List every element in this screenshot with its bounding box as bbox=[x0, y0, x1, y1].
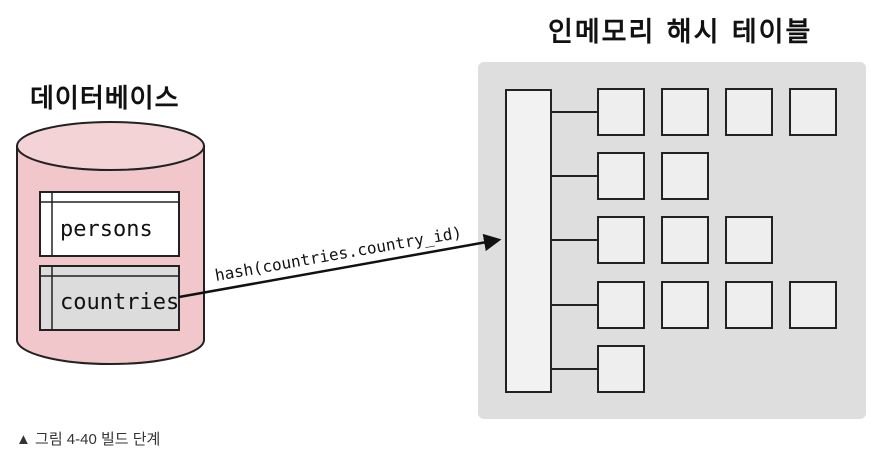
hash-bucket bbox=[725, 88, 773, 136]
table-persons: persons bbox=[39, 191, 180, 257]
hash-bucket bbox=[725, 216, 773, 264]
hash-bucket bbox=[661, 216, 709, 264]
table-countries: countries bbox=[39, 265, 180, 331]
hash-bucket bbox=[661, 281, 709, 329]
hash-bucket bbox=[789, 281, 837, 329]
hash-index-column bbox=[505, 89, 552, 393]
hash-bucket bbox=[597, 281, 645, 329]
hash-bucket bbox=[597, 88, 645, 136]
database-title: 데이터베이스 bbox=[30, 84, 180, 114]
table-countries-label: countries bbox=[60, 290, 179, 315]
bucket-group bbox=[551, 88, 837, 393]
hash-bucket bbox=[597, 345, 645, 393]
hash-bucket bbox=[597, 152, 645, 200]
hash-arrow bbox=[178, 233, 502, 299]
hash-bucket bbox=[661, 88, 709, 136]
hash-bucket bbox=[661, 152, 709, 200]
figure-caption: ▲ 그림 4-40 빌드 단계 bbox=[16, 431, 161, 448]
table-persons-label: persons bbox=[60, 217, 153, 242]
hash-bucket bbox=[725, 281, 773, 329]
hash-table-title: 인메모리 해시 테이블 bbox=[548, 17, 813, 48]
hash-bucket bbox=[597, 216, 645, 264]
hash-bucket bbox=[789, 88, 837, 136]
